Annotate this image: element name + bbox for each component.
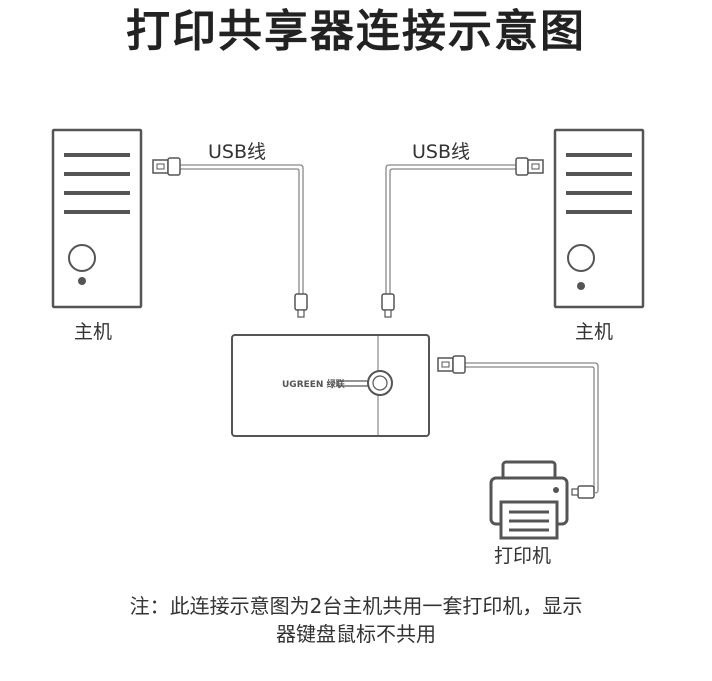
usb-cable-left xyxy=(152,157,308,318)
page-title: 打印共享器连接示意图 xyxy=(126,6,586,57)
usb-cable-printer xyxy=(437,355,599,499)
usb-plug-icon xyxy=(152,157,181,176)
switch-box-icon: UGREEN 绿联 xyxy=(231,334,430,437)
usb-cable-right xyxy=(381,157,544,318)
switch-brand-logo: UGREEN 绿联 xyxy=(282,378,346,390)
printer-label: 打印机 xyxy=(494,545,552,567)
usb-plug-icon xyxy=(381,293,395,318)
footnote-line-2: 器键盘鼠标不共用 xyxy=(276,622,436,646)
usb-plug-icon xyxy=(294,293,308,318)
host-right-label: 主机 xyxy=(575,321,614,343)
host-right-icon xyxy=(553,128,645,309)
footnote: 注：此连接示意图为2台主机共用一套打印机，显示 器键盘鼠标不共用 xyxy=(60,592,652,648)
cable-left-label: USB线 xyxy=(208,141,267,163)
footnote-line-1: 注：此连接示意图为2台主机共用一套打印机，显示 xyxy=(129,594,583,618)
usb-plug-icon xyxy=(437,355,466,374)
host-left-label: 主机 xyxy=(74,321,113,343)
usb-plug-icon xyxy=(515,157,544,176)
printer-icon xyxy=(489,460,569,540)
cable-right-label: USB线 xyxy=(412,141,471,163)
host-left-icon xyxy=(51,128,143,309)
usb-plug-icon xyxy=(571,485,595,499)
